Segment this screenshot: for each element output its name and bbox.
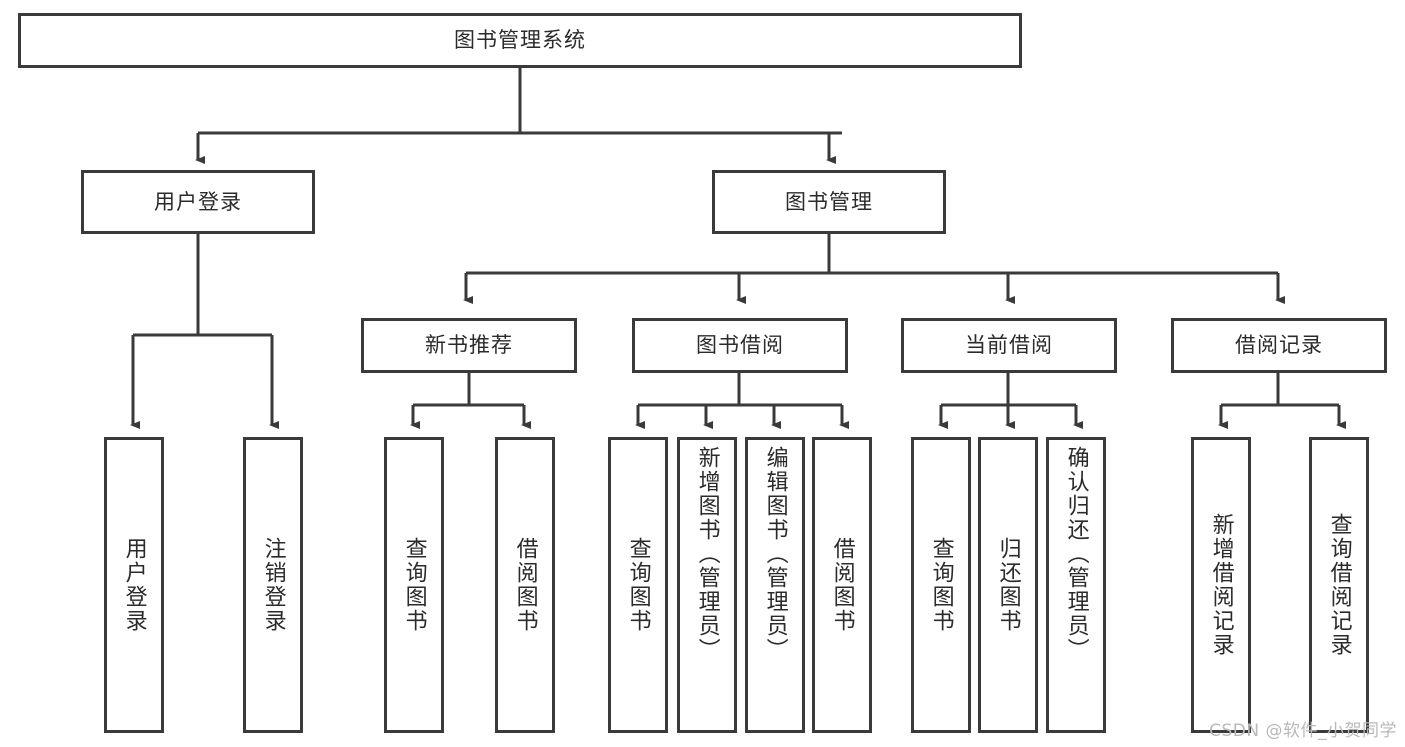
- node-label: 查询图书: [401, 537, 427, 633]
- node-label: 编辑图书（管理员）: [762, 446, 788, 662]
- node-leaf-add-book[interactable]: 新增图书（管理员）: [677, 437, 737, 733]
- node-label: 确认归还（管理员）: [1063, 446, 1089, 662]
- node-leaf-query-record[interactable]: 查询借阅记录: [1309, 437, 1369, 733]
- node-label: 用户登录: [154, 189, 242, 214]
- node-leaf-query-book-3[interactable]: 查询图书: [911, 437, 971, 733]
- node-label: 查询借阅记录: [1326, 513, 1352, 657]
- node-label: 归还图书: [995, 537, 1021, 633]
- node-label: 图书借阅: [696, 333, 784, 357]
- node-label: 新书推荐: [425, 333, 513, 357]
- node-borrow-record[interactable]: 借阅记录: [1171, 318, 1387, 373]
- node-leaf-user-logout[interactable]: 注销登录: [243, 437, 303, 733]
- node-label: 借阅图书: [512, 537, 538, 633]
- node-user-login[interactable]: 用户登录: [81, 170, 315, 234]
- node-leaf-add-record[interactable]: 新增借阅记录: [1191, 437, 1251, 733]
- node-label: 图书管理: [785, 189, 873, 214]
- node-root-book-management-system[interactable]: 图书管理系统: [18, 13, 1022, 68]
- node-new-book-recommend[interactable]: 新书推荐: [361, 318, 577, 373]
- node-leaf-edit-book[interactable]: 编辑图书（管理员）: [745, 437, 805, 733]
- node-leaf-query-book-2[interactable]: 查询图书: [608, 437, 668, 733]
- node-leaf-confirm-return[interactable]: 确认归还（管理员）: [1046, 437, 1106, 733]
- node-label: 借阅图书: [829, 537, 855, 633]
- node-leaf-user-login[interactable]: 用户登录: [104, 437, 164, 733]
- node-leaf-return-book[interactable]: 归还图书: [978, 437, 1038, 733]
- node-leaf-borrow-book-1[interactable]: 借阅图书: [495, 437, 555, 733]
- node-current-borrow[interactable]: 当前借阅: [901, 318, 1117, 373]
- node-label: 新增借阅记录: [1208, 513, 1234, 657]
- node-leaf-query-book-1[interactable]: 查询图书: [384, 437, 444, 733]
- node-label: 查询图书: [625, 537, 651, 633]
- node-book-borrow[interactable]: 图书借阅: [632, 318, 848, 373]
- node-label: 借阅记录: [1235, 333, 1323, 357]
- node-label: 注销登录: [260, 537, 286, 633]
- node-label: 图书管理系统: [454, 28, 586, 52]
- node-label: 当前借阅: [965, 333, 1053, 357]
- node-label: 查询图书: [928, 537, 954, 633]
- node-label: 新增图书（管理员）: [694, 446, 720, 662]
- node-label: 用户登录: [121, 537, 147, 633]
- csdn-watermark: CSDN @软件_小贺同学: [1209, 721, 1397, 741]
- node-leaf-borrow-book-2[interactable]: 借阅图书: [812, 437, 872, 733]
- node-book-management[interactable]: 图书管理: [712, 170, 946, 234]
